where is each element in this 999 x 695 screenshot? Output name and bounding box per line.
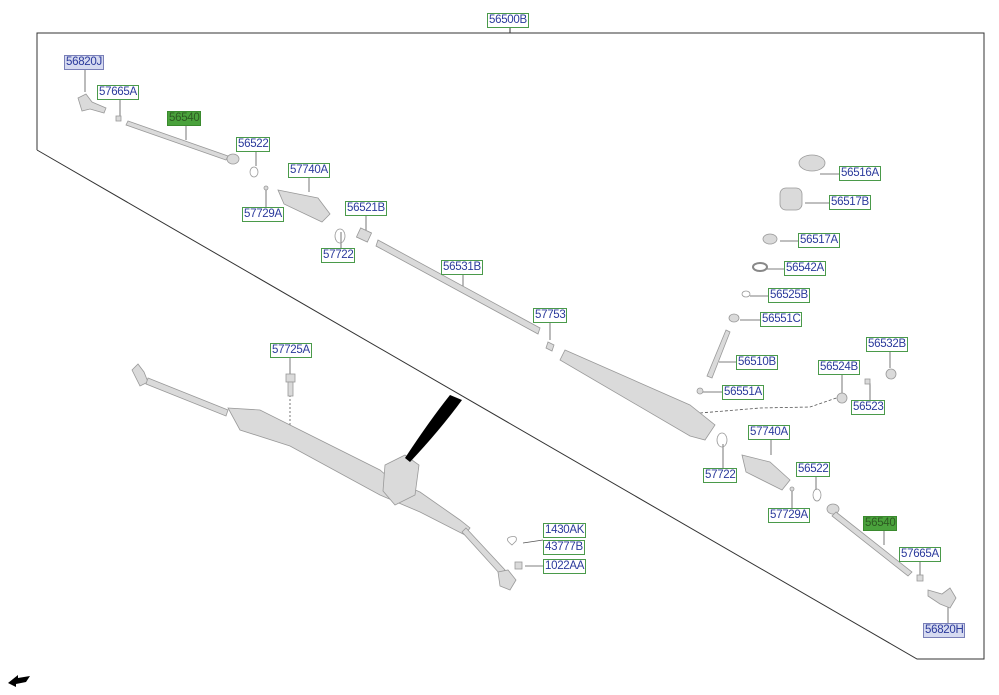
- leader-lines: [84, 69, 949, 623]
- front-arrow-icon: [8, 675, 30, 687]
- callout-part[interactable]: 56820J: [64, 55, 104, 70]
- callout-part[interactable]: 56820H: [923, 623, 966, 638]
- callout-assembly[interactable]: 56500B: [487, 13, 529, 28]
- callout-part[interactable]: 1430AK: [543, 523, 587, 538]
- callout-part[interactable]: 57722: [703, 468, 738, 483]
- callout-part[interactable]: 57740A: [288, 163, 330, 178]
- callout-part[interactable]: 57722: [321, 248, 356, 263]
- callout-part[interactable]: 57725A: [270, 343, 312, 358]
- callout-part[interactable]: 56521B: [345, 201, 387, 216]
- callout-part[interactable]: 57753: [533, 308, 568, 323]
- callout-part[interactable]: 57729A: [242, 207, 284, 222]
- callout-part[interactable]: 56523: [851, 400, 886, 415]
- callout-part[interactable]: 56551A: [722, 385, 764, 400]
- callout-part[interactable]: 57740A: [748, 425, 790, 440]
- callout-part[interactable]: 56542A: [784, 261, 826, 276]
- callout-part-highlighted[interactable]: 56540: [167, 111, 202, 126]
- callout-part[interactable]: 43777B: [543, 540, 585, 555]
- callout-part[interactable]: 56525B: [768, 288, 810, 303]
- pinion-pointer-marker: [405, 395, 462, 462]
- callout-part[interactable]: 56524B: [818, 360, 860, 375]
- callout-part[interactable]: 56510B: [736, 355, 778, 370]
- callout-part[interactable]: 56517B: [829, 195, 871, 210]
- callout-part[interactable]: 56522: [796, 462, 831, 477]
- parts: [77, 93, 957, 609]
- callout-part[interactable]: 56551C: [760, 312, 803, 327]
- callout-part[interactable]: 56522: [236, 137, 271, 152]
- callout-part-highlighted[interactable]: 56540: [863, 516, 898, 531]
- callout-part[interactable]: 57665A: [899, 547, 941, 562]
- callout-part[interactable]: 57729A: [768, 508, 810, 523]
- callout-part[interactable]: 1022AA: [543, 559, 587, 574]
- callout-part[interactable]: 57665A: [97, 85, 139, 100]
- assembly-frame: [36, 27, 985, 660]
- callout-part[interactable]: 56517A: [798, 233, 840, 248]
- callout-part[interactable]: 56516A: [839, 166, 881, 181]
- callout-part[interactable]: 56531B: [441, 260, 483, 275]
- callout-part[interactable]: 56532B: [866, 337, 908, 352]
